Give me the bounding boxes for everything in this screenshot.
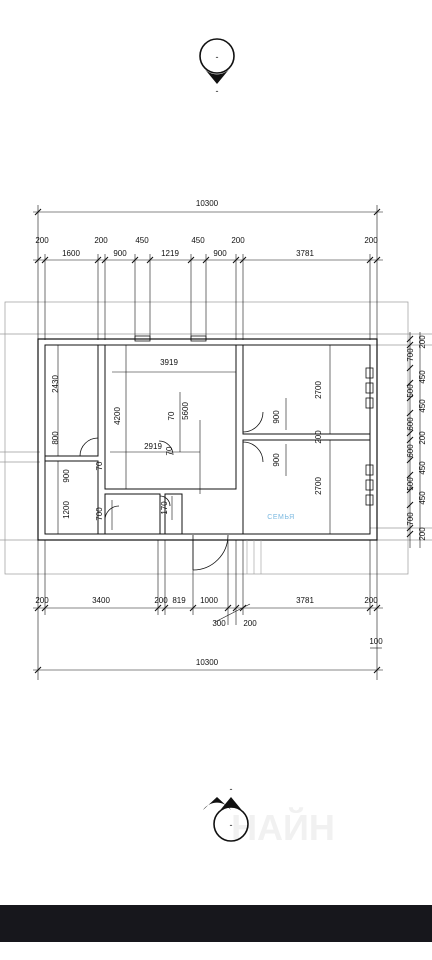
dim-left-900: 900 [62,469,71,483]
dim-left-2430: 2430 [51,375,60,393]
dim-hall-width: 3919 [160,358,178,367]
dim-right-5: 450 [418,399,427,413]
section-mark-bottom-symbol: - [230,820,233,830]
interior-dimension-labels: 3919 4200 5600 70 70 2919 2700 2700 900 … [51,358,323,521]
brand-label: СЕМЬЯ [267,514,294,521]
dim-bottom-5: 1000 [200,596,218,605]
dim-70-b: 70 [165,446,174,455]
dim-right-3: 450 [418,370,427,384]
dim-top-5: 450 [135,236,149,245]
dim-right-2: 200 [418,335,427,349]
dim-bottom-2: 3400 [92,596,110,605]
dim-small-700: 700 [95,507,104,521]
dim-bottom-3: 200 [154,596,168,605]
bottom-dimension-labels: 200 3400 200 819 1000 3781 200 300 200 1… [35,596,383,667]
outer-outline [0,301,432,575]
dim-bottom-1: 200 [35,596,49,605]
dim-bottom-overall: 10300 [196,658,219,667]
walls [37,335,378,574]
section-mark-bottom-label: - [230,784,233,794]
dim-room-a-height: 2700 [314,381,323,399]
dim-corridor: 2919 [144,442,162,451]
dim-bottom-extra: 100 [369,637,383,646]
dim-top-7: 450 [191,236,205,245]
dim-right-1: 700 [406,348,415,362]
dim-bottom-7: 200 [364,596,378,605]
dim-top-6: 1219 [161,249,179,258]
dim-room-b-height: 2700 [314,477,323,495]
dim-diag-5600: 5600 [181,402,190,420]
dim-top-3: 200 [94,236,108,245]
dim-left-1200: 1200 [62,501,71,519]
dim-top-4: 900 [113,249,127,258]
dim-right-11: 450 [418,491,427,505]
dim-wall-200: 200 [314,430,323,444]
dim-small-70: 70 [95,461,104,470]
dim-top-11: 200 [364,236,378,245]
bottom-dimension-lines [33,540,383,680]
dim-right-9: 450 [418,461,427,475]
dim-top-8: 900 [213,249,227,258]
interior-dimension-lines [57,345,331,534]
dim-bottom-small-1: 300 [212,619,226,628]
watermark: НАЙН [231,806,335,848]
bottom-bar [0,905,432,942]
dim-top-1: 200 [35,236,49,245]
dim-bottom-small-2: 200 [243,619,257,628]
dim-right-6: 600 [406,417,415,431]
dim-top-2: 1600 [62,249,80,258]
right-dimension-lines [406,332,421,548]
dim-bottom-6: 3781 [296,596,314,605]
dim-door-900-b: 900 [272,453,281,467]
dim-70-a: 70 [167,411,176,420]
right-dimension-labels: 700 200 450 500 450 600 200 600 450 500 … [406,335,427,541]
dim-right-10: 500 [406,477,415,491]
dim-hall-height: 4200 [113,407,122,425]
dim-top-10: 3781 [296,249,314,258]
dim-small-170: 170 [160,501,169,515]
dim-left-800: 800 [51,431,60,445]
section-mark-top-label: - [216,86,219,96]
dim-right-4: 500 [406,384,415,398]
dim-right-7: 200 [418,431,427,445]
dim-right-8: 600 [406,444,415,458]
dim-bottom-4: 819 [172,596,186,605]
top-dimension-lines [33,205,383,340]
dim-right-13: 200 [418,527,427,541]
dim-top-overall: 10300 [196,199,219,208]
section-mark-top-symbol: - [216,52,219,62]
section-mark-bottom: - - [203,784,249,842]
section-mark-top: - - [199,38,235,96]
dim-top-9: 200 [231,236,245,245]
dim-door-900-a: 900 [272,410,281,424]
top-dimension-labels: 10300 200 1600 200 900 450 1219 450 900 … [35,199,378,258]
dim-right-12: 700 [406,512,415,526]
